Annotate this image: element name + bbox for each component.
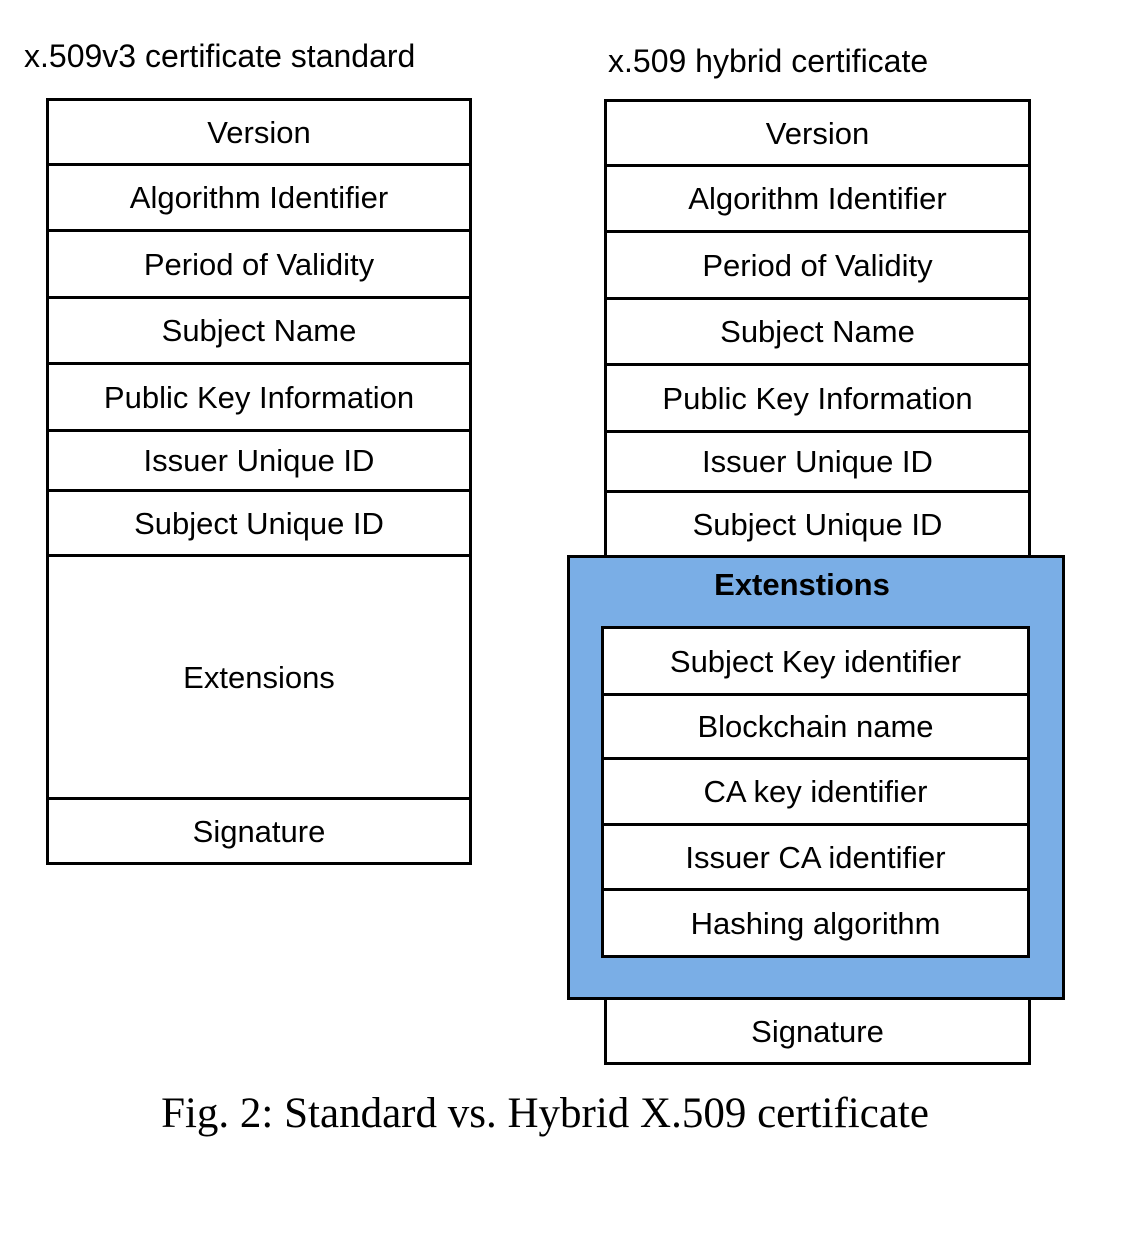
extension-ca-key-identifier: CA key identifier [601,757,1030,826]
hybrid-field-subject-unique-id: Subject Unique ID [604,490,1031,558]
standard-field-algorithm-identifier: Algorithm Identifier [46,163,472,232]
standard-certificate-title: x.509v3 certificate standard [24,38,416,74]
figure-caption: Fig. 2: Standard vs. Hybrid X.509 certif… [161,1090,929,1137]
hybrid-field-public-key-information: Public Key Information [604,363,1031,433]
extension-issuer-ca-identifier: Issuer CA identifier [601,823,1030,891]
standard-field-public-key-information: Public Key Information [46,362,472,432]
standard-field-extensions: Extensions [46,554,472,800]
extension-subject-key-identifier: Subject Key identifier [601,626,1030,696]
standard-field-subject-unique-id: Subject Unique ID [46,489,472,557]
hybrid-certificate-title: x.509 hybrid certificate [608,43,929,79]
hybrid-field-subject-name: Subject Name [604,297,1031,366]
standard-field-signature: Signature [46,797,472,865]
hybrid-field-period-of-validity: Period of Validity [604,230,1031,300]
standard-field-version: Version [46,98,472,166]
hybrid-field-algorithm-identifier: Algorithm Identifier [604,164,1031,233]
standard-field-subject-name: Subject Name [46,296,472,365]
hybrid-field-signature: Signature [604,997,1031,1065]
extension-blockchain-name: Blockchain name [601,693,1030,760]
standard-field-issuer-unique-id: Issuer Unique ID [46,429,472,492]
hybrid-field-issuer-unique-id: Issuer Unique ID [604,430,1031,493]
standard-field-period-of-validity: Period of Validity [46,229,472,299]
hybrid-field-version: Version [604,99,1031,167]
hybrid-extensions-heading: Extenstions [714,567,890,602]
extension-hashing-algorithm: Hashing algorithm [601,888,1030,958]
